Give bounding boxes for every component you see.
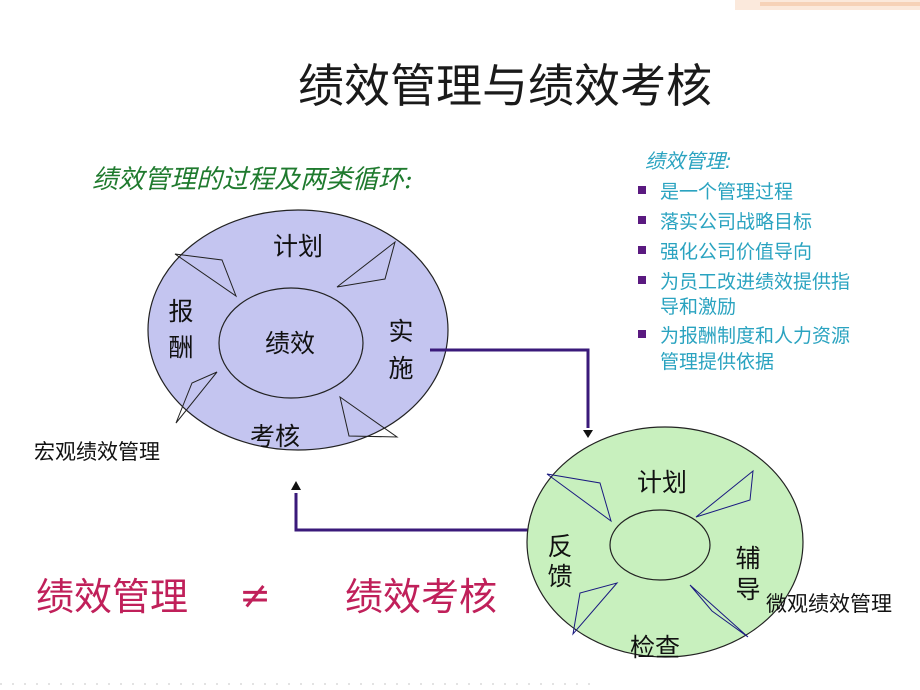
micro-plan-label: 计划 bbox=[637, 468, 687, 497]
macro-arrow-3 bbox=[339, 395, 399, 438]
macro-cycle: 绩效 计划 实 施 考核 报 酬 bbox=[147, 209, 449, 451]
micro-cycle: 计划 辅 导 检查 反 馈 bbox=[526, 426, 804, 662]
micro-arrow-4 bbox=[572, 582, 619, 636]
micro-caption: 微观绩效管理 bbox=[766, 592, 892, 616]
bottom-right-text: 绩效考核 bbox=[345, 575, 497, 619]
micro-arrow-2 bbox=[695, 469, 754, 518]
notes-bullet-5 bbox=[638, 330, 646, 338]
micro-arrow-1 bbox=[546, 473, 612, 523]
macro-evaluate-label: 考核 bbox=[250, 422, 300, 451]
micro-outer-ellipse bbox=[526, 426, 804, 658]
notes-item-2: 落实公司战略目标 bbox=[660, 211, 812, 233]
micro-coach-label-2: 导 bbox=[735, 575, 760, 604]
micro-coach-label-1: 辅 bbox=[735, 544, 760, 573]
connector-macro-to-micro bbox=[430, 348, 590, 428]
page-title: 绩效管理与绩效考核 bbox=[298, 59, 712, 113]
micro-feedback-label-1: 反 bbox=[547, 532, 572, 561]
macro-arrow-4 bbox=[175, 371, 218, 424]
macro-reward-label-2: 酬 bbox=[168, 333, 193, 362]
subtitle: 绩效管理的过程及两类循环: bbox=[92, 165, 413, 195]
notes-panel: 绩效管理: 是一个管理过程 落实公司战略目标 强化公司价值导向 为员工改进绩效提… bbox=[638, 149, 850, 373]
micro-feedback-label-2: 馈 bbox=[547, 562, 572, 591]
micro-inner-ellipse bbox=[609, 509, 711, 581]
connectors bbox=[291, 348, 593, 532]
macro-implement-label-1: 实 bbox=[388, 317, 413, 346]
connector-arrowhead-down bbox=[583, 430, 593, 438]
notes-bullet-2 bbox=[638, 216, 646, 224]
connector-micro-to-macro bbox=[294, 493, 528, 532]
notes-heading: 绩效管理: bbox=[645, 149, 732, 173]
micro-arrow-3 bbox=[689, 584, 749, 638]
notes-bullet-3 bbox=[638, 246, 646, 254]
macro-arrow-1 bbox=[174, 253, 238, 298]
macro-outer-ellipse bbox=[147, 209, 449, 451]
notes-item-5-line-2: 管理提供依据 bbox=[660, 351, 774, 373]
macro-plan-label: 计划 bbox=[273, 232, 323, 261]
notes-item-3: 强化公司价值导向 bbox=[660, 241, 812, 263]
macro-implement-label-2: 施 bbox=[388, 354, 413, 383]
macro-inner-ellipse bbox=[218, 287, 364, 399]
not-equal-symbol: ≠ bbox=[239, 573, 271, 617]
notes-item-5-line-1: 为报酬制度和人力资源 bbox=[660, 325, 850, 347]
notes-item-4-line-2: 导和激励 bbox=[660, 296, 736, 318]
notes-bullet-4 bbox=[638, 276, 646, 284]
macro-caption: 宏观绩效管理 bbox=[34, 440, 160, 464]
corner-decoration bbox=[735, 0, 920, 10]
notes-item-4-line-1: 为员工改进绩效提供指 bbox=[660, 271, 850, 293]
macro-reward-label-1: 报 bbox=[168, 297, 193, 326]
notes-bullet-1 bbox=[638, 186, 646, 194]
notes-item-1: 是一个管理过程 bbox=[660, 181, 793, 203]
macro-arrow-2 bbox=[336, 240, 396, 288]
bottom-statement: 绩效管理 ≠ 绩效考核 bbox=[36, 573, 497, 619]
bottom-left-text: 绩效管理 bbox=[36, 575, 188, 619]
connector-arrowhead-up bbox=[291, 481, 301, 490]
micro-check-label: 检查 bbox=[630, 633, 680, 662]
macro-center-label: 绩效 bbox=[265, 329, 315, 358]
